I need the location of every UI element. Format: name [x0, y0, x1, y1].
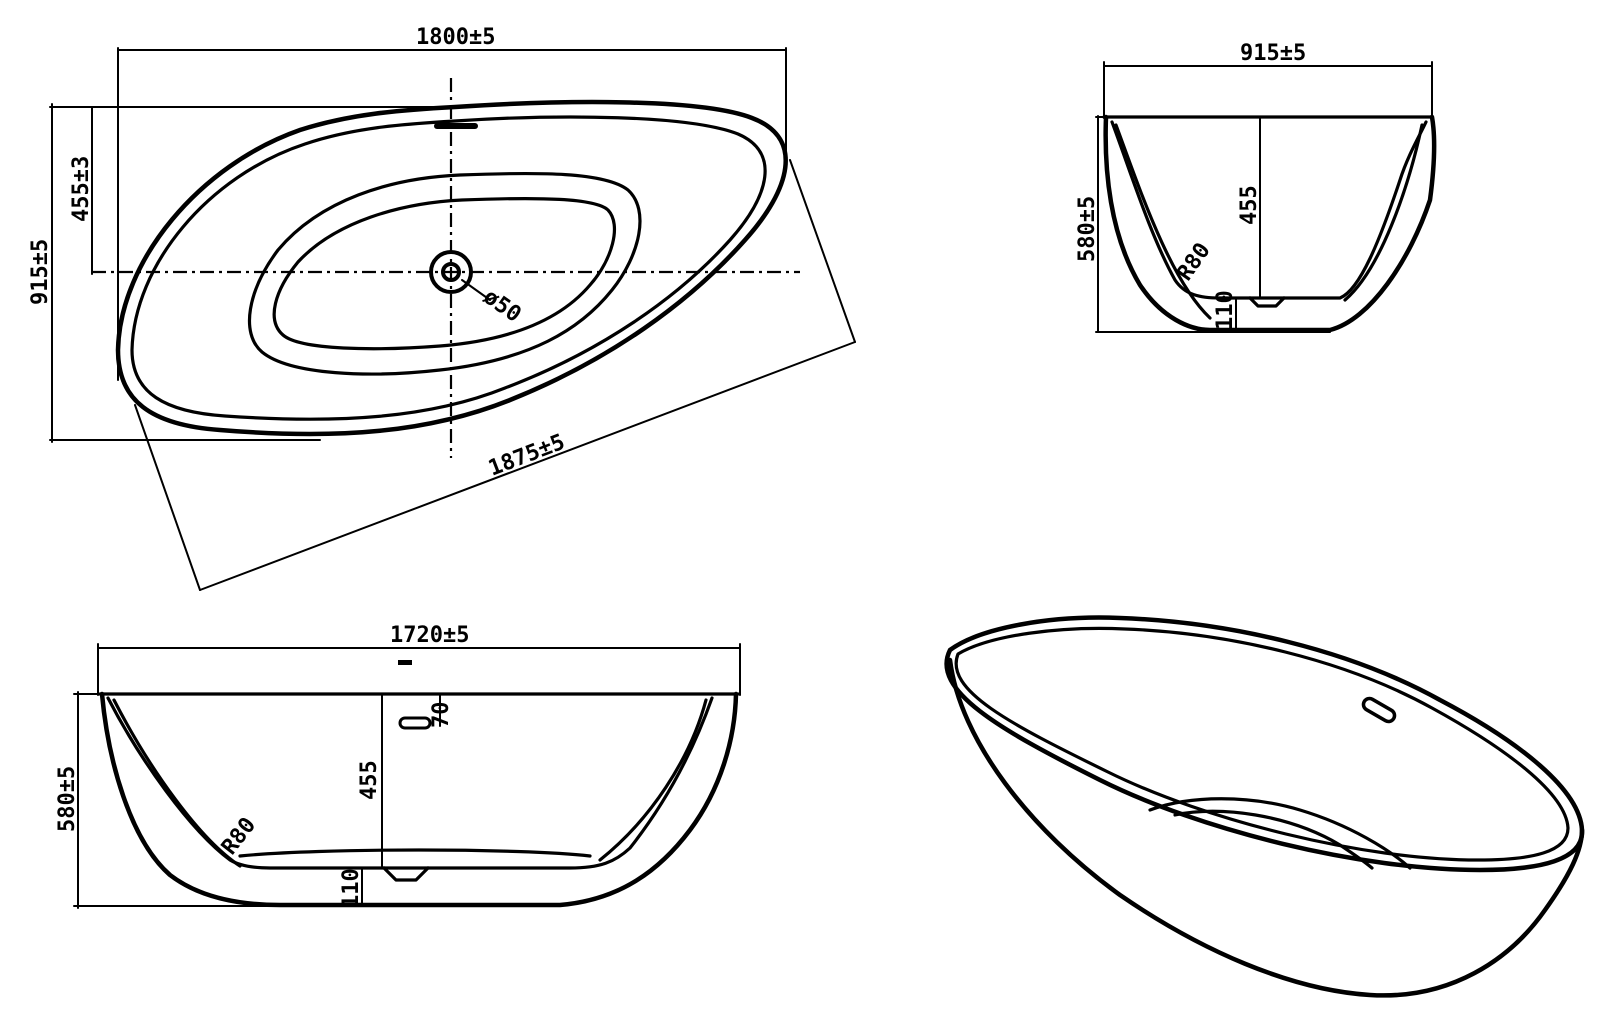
perspective-inner-rim [954, 626, 1570, 862]
end-top-width-label: 915±5 [1240, 41, 1306, 66]
center-offset-label: 455±3 [69, 156, 94, 222]
overall-width-label: 915±5 [28, 239, 53, 305]
perspective-basin [1148, 797, 1412, 870]
perspective-outer-rim [944, 615, 1585, 873]
dimension-overall-length [117, 47, 787, 381]
overall-length-label: 1800±5 [416, 25, 495, 50]
dimension-diagonal-length [134, 159, 856, 591]
perspective-view [944, 615, 1585, 998]
side-overflow-height-label: 70 [429, 702, 454, 729]
plan-basin-inner [272, 196, 617, 351]
plan-inner-rim [130, 115, 767, 421]
plan-drain [429, 250, 491, 301]
plan-view: ø50 1800±5 915±5 455±3 1875±5 [28, 25, 856, 591]
end-bottom-thickness-label: 110 [1213, 290, 1238, 330]
side-inner-shell [106, 696, 714, 870]
diagonal-length-label: 1875±5 [485, 430, 568, 482]
end-drain [1248, 296, 1286, 308]
end-depth-label: 455 [1237, 185, 1262, 225]
perspective-body [947, 657, 1585, 998]
end-height-label: 580±5 [1075, 196, 1100, 262]
side-section-view: 1720±5 580±5 455 110 70 R80 [55, 623, 741, 909]
side-outer-shell [99, 691, 739, 908]
end-section-view: 915±5 580±5 455 110 R80 [1075, 41, 1437, 333]
perspective-overflow [1361, 696, 1397, 724]
end-inner-shell [1110, 120, 1428, 300]
side-bottom-thickness-label: 110 [339, 868, 364, 908]
side-drain [382, 866, 430, 882]
side-top-length-label: 1720±5 [390, 623, 469, 648]
drain-diameter-label: ø50 [479, 284, 526, 327]
side-overflow [398, 716, 432, 730]
dimension-overall-width [49, 103, 456, 443]
end-outer-shell [1103, 114, 1437, 333]
plan-outer-rim [115, 99, 788, 437]
side-height-label: 580±5 [55, 766, 80, 832]
plan-basin-outer [247, 171, 642, 376]
side-depth-label: 455 [357, 760, 382, 800]
plan-overflow-slot [434, 123, 478, 129]
